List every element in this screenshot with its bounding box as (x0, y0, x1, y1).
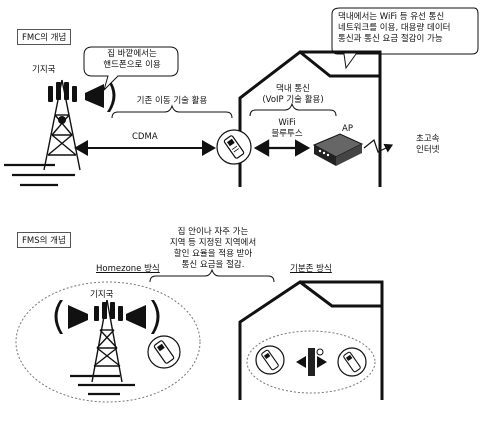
fms-note: 집 안이나 자주 가는 지역 등 지정된 지역에서 할인 요율을 적용 받아 통… (138, 227, 288, 271)
internet-label: 초고속 인터넷 (416, 134, 439, 156)
fmc-bubble-left-line-2: 핸드폰으로 이용 (103, 60, 161, 70)
fms-house-icon (238, 280, 384, 400)
fmc-house-icon (238, 50, 382, 187)
fms-antenna-icon (94, 302, 123, 321)
fms-phone-home-left-icon (255, 345, 285, 375)
home-area (246, 330, 376, 394)
ap-label: AP (342, 124, 353, 134)
fmc-bubble-right-line-2: 네트워크를 이용, 대용량 데이터 (338, 23, 451, 33)
wifi-line-1: WiFi (278, 118, 296, 128)
homezone-area (15, 281, 201, 403)
fms-tower-icon (91, 299, 123, 383)
fmc-brace-home (249, 102, 337, 117)
wifi-line-2: 블루투스 (271, 129, 303, 139)
internet-link (363, 138, 394, 153)
fms-tower-label: 기지국 (90, 290, 114, 300)
fms-note-line-4: 통신 요금을 절감. (181, 260, 245, 270)
fms-signal-right-icon (126, 300, 160, 334)
home-comm-label: 댁내 통신 (VoIP 기술 활용) (248, 84, 338, 106)
fms-phone-home-right-icon (337, 347, 367, 377)
fmc-tower-label: 기지국 (32, 65, 56, 75)
fms-title: FMS의 개념 (17, 232, 71, 248)
fmc-phone-icon (216, 129, 252, 165)
internet-line-2: 인터넷 (416, 145, 440, 155)
fmc-bubble-right-line-3: 통신과 통신 요금 절감이 가능 (338, 34, 443, 44)
home-comm-line-2: (VoIP 기술 활용) (262, 95, 324, 105)
fms-phone-homezone-icon (147, 335, 181, 369)
fms-note-line-3: 할인 요율을 적용 받아 (173, 249, 253, 259)
home-device-icon (296, 348, 327, 376)
fms-signal-left-icon (54, 300, 88, 334)
homezone-label: Homezone 방식 (96, 264, 160, 274)
fmc-antenna-icon (48, 82, 77, 124)
fmc-bubble-right-line-1: 댁내에서는 WiFi 등 유선 통신 (338, 12, 445, 22)
home-comm-line-1: 댁내 통신 (276, 84, 310, 94)
fms-note-line-2: 지역 등 지정된 지역에서 (169, 238, 257, 248)
fmc-ground-lines (4, 163, 75, 187)
fms-ground-lines (70, 374, 135, 396)
fmc-bubble-left-line-1: 집 바깥에서는 (107, 49, 157, 59)
existing-tech-label: 기존 이동 기술 활용 (136, 96, 208, 106)
ap-device-icon (312, 133, 364, 166)
fmc-signal-icon (85, 80, 116, 112)
internet-line-1: 초고속 (416, 134, 440, 144)
fmc-bubble-left-text: 집 바깥에서는 핸드폰으로 이용 (88, 49, 176, 71)
wifi-label: WiFi 블루투스 (262, 118, 312, 140)
fmc-bubble-left-shape (83, 46, 179, 92)
fmc-bubble-right-text: 댁내에서는 WiFi 등 유선 통신 네트워크를 이용, 대용량 데이터 통신과… (338, 12, 450, 45)
cdma-label: CDMA (132, 132, 158, 142)
fms-note-line-1: 집 안이나 자주 가는 (177, 227, 249, 237)
fmc-brace (111, 104, 233, 119)
fmc-title: FMC의 개념 (17, 29, 72, 45)
fms-brace (149, 268, 275, 283)
baseline-label: 기분존 방식 (290, 264, 332, 274)
